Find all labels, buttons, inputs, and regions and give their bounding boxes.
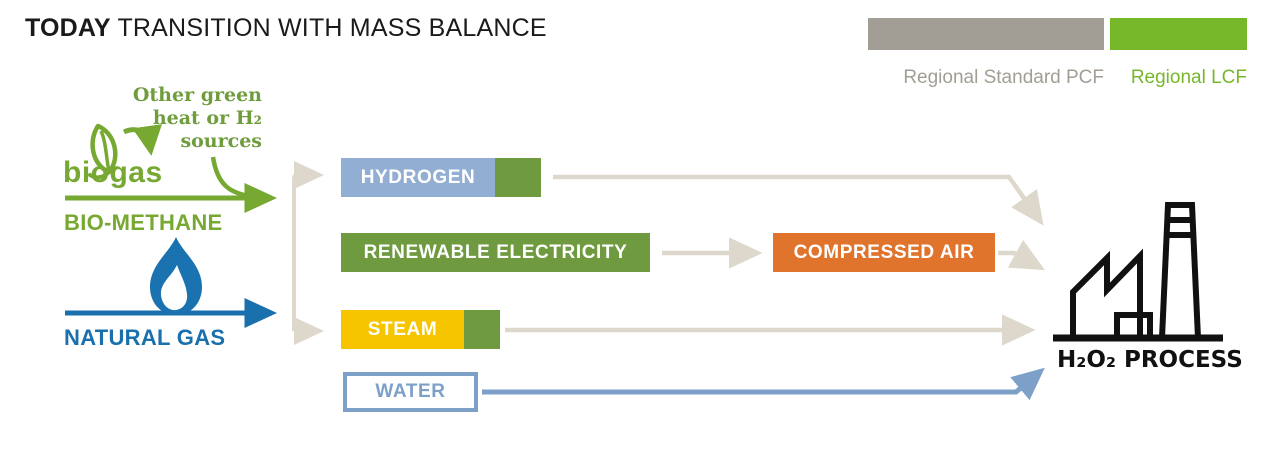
- other-green-sources-label: Other green heat or H₂ sources: [100, 84, 262, 153]
- hydrogen-lcf-segment: [495, 158, 541, 197]
- bracket-to-hydrogen-arrow: [292, 161, 324, 331]
- other-green-line3: sources: [180, 130, 262, 152]
- title-rest: TRANSITION WITH MASS BALANCE: [110, 14, 547, 42]
- compressed-air-box: COMPRESSED AIR: [773, 233, 995, 272]
- legend-label-regional-lcf: Regional LCF: [1130, 67, 1247, 88]
- renewable-electricity-box-label: RENEWABLE ELECTRICITY: [363, 241, 628, 263]
- biogas-label: biogas: [63, 156, 163, 189]
- steam-box: STEAM: [341, 310, 500, 349]
- steam-box-label: STEAM: [367, 318, 438, 340]
- water-to-process-arrow: [482, 367, 1045, 401]
- h2o2-process-label: H₂O₂ PROCESS: [1057, 347, 1243, 373]
- legend-bar-regional-lcf: [1110, 18, 1247, 50]
- factory-icon: [1053, 202, 1223, 342]
- bracket-to-steam-arrow: [292, 180, 324, 345]
- other-green-line1: Other green: [132, 84, 262, 106]
- hydrogen-box-label: HYDROGEN: [360, 166, 476, 188]
- title-bold-word: TODAY: [25, 14, 111, 42]
- water-box-label: WATER: [375, 381, 446, 402]
- other-green-curve-connector: [210, 156, 259, 200]
- page-title: TODAY TRANSITION WITH MASS BALANCE: [25, 14, 547, 43]
- gas-flame-icon: [150, 237, 202, 315]
- natural-gas-label: NATURAL GAS: [64, 325, 226, 350]
- hydrogen-to-process-arrow: [553, 174, 1044, 226]
- bio-methane-label: BIO-METHANE: [64, 210, 223, 235]
- legend-bar-regional-standard-pcf: [868, 18, 1104, 50]
- legend-label-regional-standard-pcf: Regional Standard PCF: [903, 67, 1104, 88]
- hydrogen-box: HYDROGEN: [341, 158, 541, 197]
- renewable-electricity-box: RENEWABLE ELECTRICITY: [341, 233, 650, 272]
- water-box: WATER: [343, 372, 478, 412]
- biogas-leaf-recycle-icon: [88, 123, 163, 180]
- steam-lcf-segment: [464, 310, 500, 349]
- compressed-air-to-process-arrow: [998, 240, 1045, 271]
- compressed-air-box-label: COMPRESSED AIR: [793, 241, 975, 263]
- other-green-line2: heat or H₂: [152, 107, 262, 129]
